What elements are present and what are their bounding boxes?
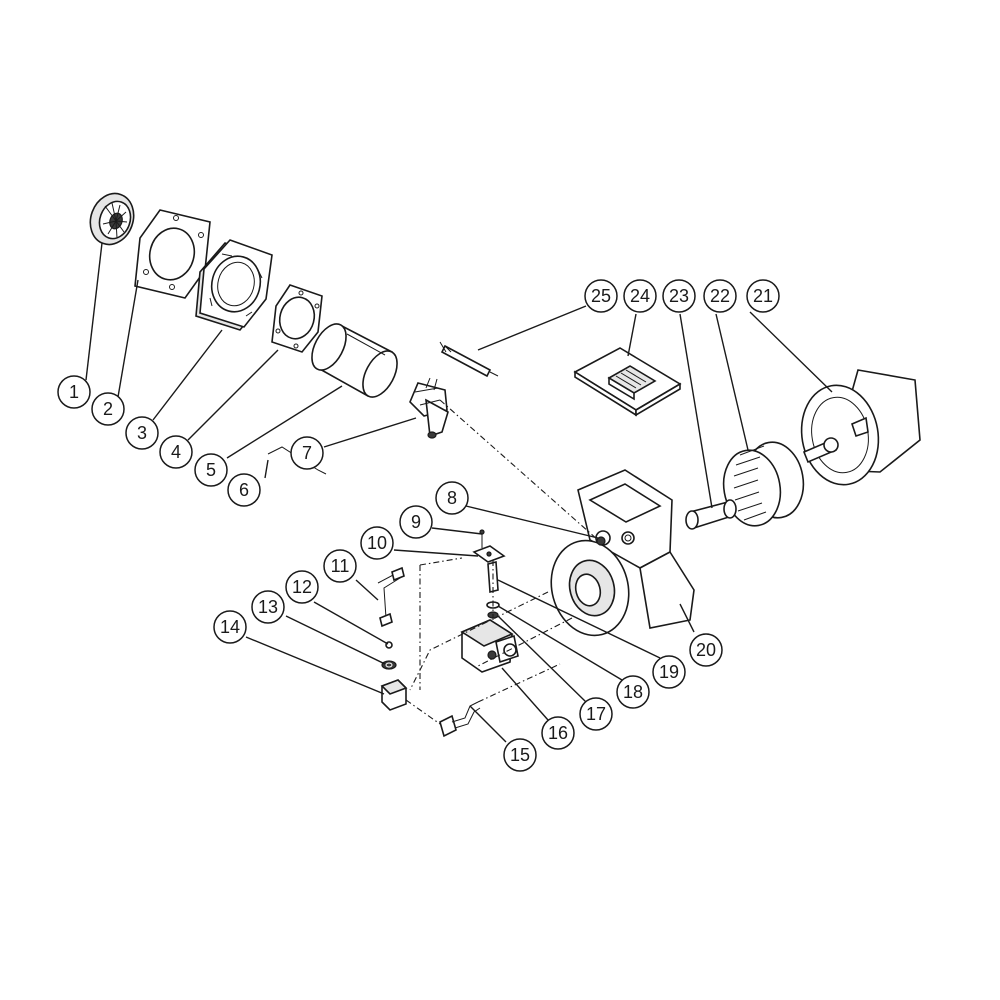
callout-24: 24 <box>623 279 657 313</box>
svg-text:12: 12 <box>292 577 312 597</box>
callout-22: 22 <box>703 279 737 313</box>
callout-11: 11 <box>323 549 357 583</box>
part-22-fan-wheel <box>722 441 805 527</box>
svg-text:11: 11 <box>331 556 350 576</box>
callout-2: 2 <box>91 392 125 426</box>
svg-text:2: 2 <box>103 399 113 419</box>
svg-text:1: 1 <box>69 382 79 402</box>
part-1-diffuser-disc <box>89 192 135 246</box>
callout-12: 12 <box>285 570 319 604</box>
svg-text:3: 3 <box>137 423 147 443</box>
callout-3: 3 <box>125 416 159 450</box>
part-9-screw <box>479 529 485 548</box>
part-15-cable-plug <box>439 701 481 738</box>
callout-8: 8 <box>435 481 469 515</box>
callout-20: 20 <box>689 633 723 667</box>
svg-text:8: 8 <box>447 488 457 508</box>
svg-text:16: 16 <box>548 723 568 743</box>
svg-text:23: 23 <box>669 286 689 306</box>
part-10-plate <box>472 545 506 563</box>
callout-4: 4 <box>159 435 193 469</box>
svg-text:21: 21 <box>753 286 773 306</box>
callout-15: 15 <box>503 738 537 772</box>
callout-14: 14 <box>213 610 247 644</box>
svg-text:5: 5 <box>206 460 216 480</box>
part-11-oil-line <box>377 566 405 628</box>
part-13-washer <box>381 660 397 670</box>
callout-5: 5 <box>194 453 228 487</box>
part-24-control-board <box>573 347 682 417</box>
part-5-blast-tube <box>311 323 398 398</box>
part-4-gasket <box>271 284 323 353</box>
part-7-nozzle-holder <box>409 377 449 439</box>
part-14-solenoid-coil <box>380 679 408 711</box>
svg-text:6: 6 <box>239 480 249 500</box>
part-20-burner-housing <box>550 469 695 637</box>
callout-13: 13 <box>251 590 285 624</box>
callout-23: 23 <box>662 279 696 313</box>
part-23-coupling <box>685 499 737 530</box>
callout-25: 25 <box>584 279 618 313</box>
callout-17: 17 <box>579 697 613 731</box>
part-2-gasket-plate <box>134 209 211 299</box>
callout-19: 19 <box>652 655 686 689</box>
svg-text:14: 14 <box>220 617 240 637</box>
svg-text:15: 15 <box>510 745 530 765</box>
svg-text:10: 10 <box>367 533 387 553</box>
callout-6: 6 <box>227 473 261 507</box>
svg-text:19: 19 <box>659 662 679 682</box>
callout-21: 21 <box>746 279 780 313</box>
part-3-mounting-flange <box>195 239 273 331</box>
callout-7: 7 <box>290 436 324 470</box>
callout-18: 18 <box>616 675 650 709</box>
assembly-lines <box>405 399 599 725</box>
svg-text:20: 20 <box>696 640 716 660</box>
callout-9: 9 <box>399 505 433 539</box>
callout-10: 10 <box>360 526 394 560</box>
svg-text:24: 24 <box>630 286 650 306</box>
part-25-electrode <box>439 341 499 378</box>
svg-text:17: 17 <box>586 704 606 724</box>
svg-text:4: 4 <box>171 442 181 462</box>
svg-text:13: 13 <box>258 597 278 617</box>
leader-lines <box>85 242 833 743</box>
callout-16: 16 <box>541 716 575 750</box>
callout-1: 1 <box>57 375 91 409</box>
svg-text:9: 9 <box>411 512 421 532</box>
svg-text:7: 7 <box>302 443 312 463</box>
svg-text:22: 22 <box>710 286 730 306</box>
svg-text:18: 18 <box>623 682 643 702</box>
svg-text:25: 25 <box>591 286 611 306</box>
part-8-plug <box>596 536 606 546</box>
part-21-motor <box>800 369 921 486</box>
